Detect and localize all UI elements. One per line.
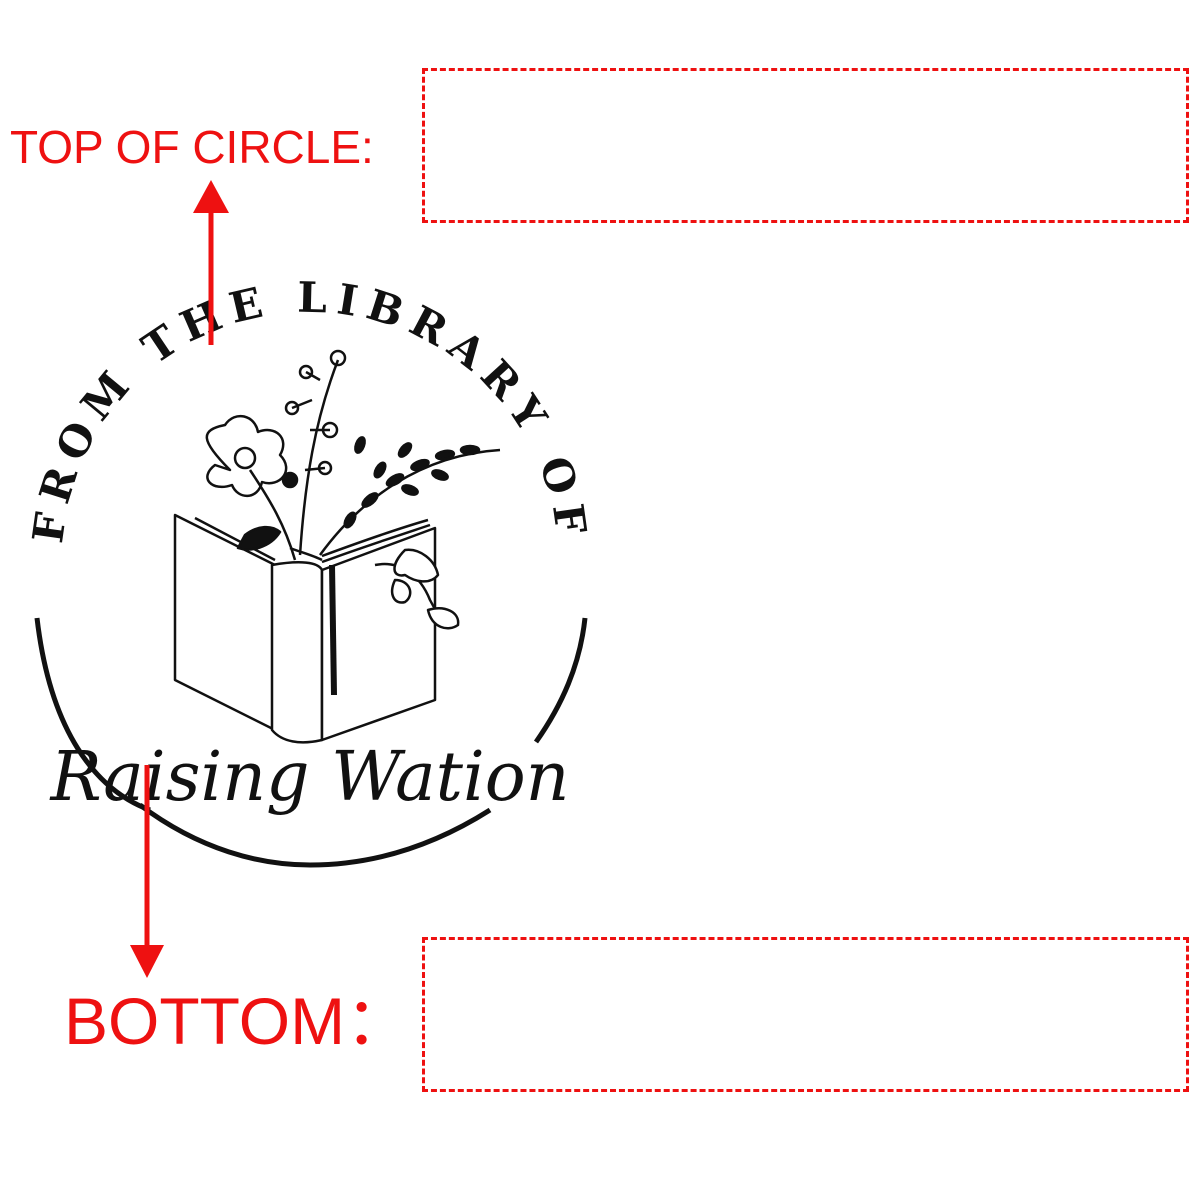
bottom-label: BOTTOM：: [64, 984, 412, 1058]
top-of-circle-label: TOP OF CIRCLE:: [10, 121, 374, 173]
circle-arc-right: [533, 617, 588, 744]
top-of-circle-text-box[interactable]: [422, 68, 1189, 223]
circle-arc-bottom: [138, 802, 492, 868]
open-book-with-flowers-icon: [173, 349, 501, 744]
stamp-name-text: Raising Wation: [49, 738, 570, 817]
arrow-down-icon: [130, 765, 164, 978]
circle-arc-left: [34, 617, 151, 813]
bottom-text-box[interactable]: [422, 937, 1189, 1092]
arrow-up-icon: [193, 180, 229, 345]
